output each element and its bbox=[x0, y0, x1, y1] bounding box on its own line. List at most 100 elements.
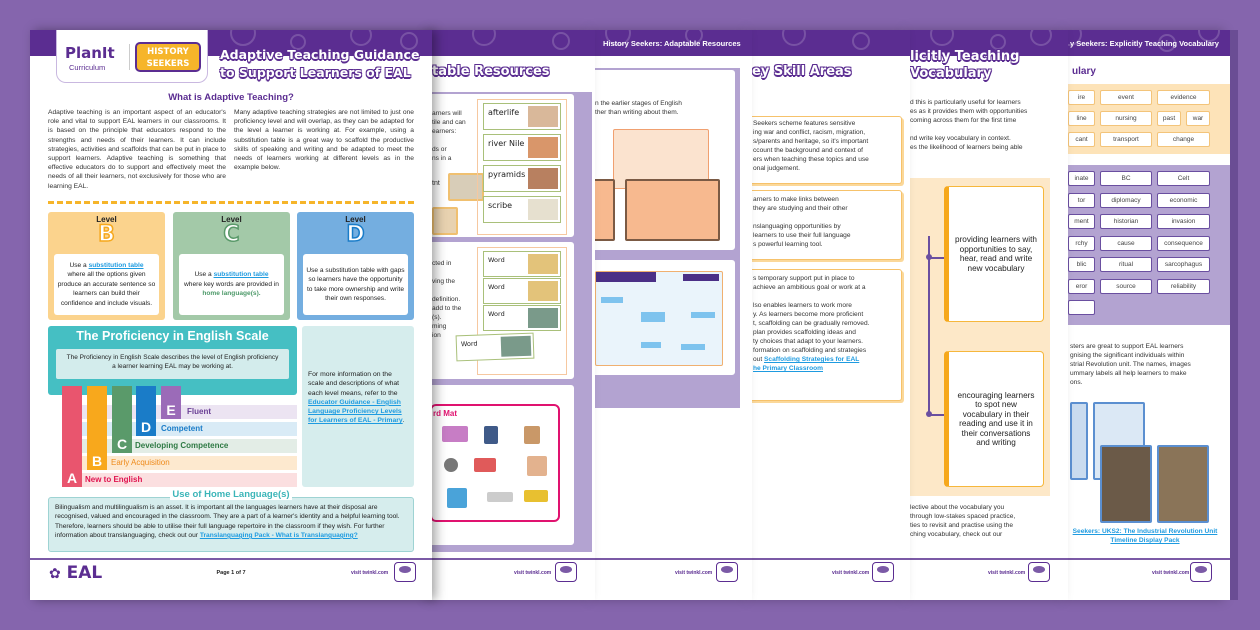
footer-line bbox=[910, 558, 1068, 560]
home-language-box: Use of Home Language(s) Bilingualism and… bbox=[48, 489, 414, 552]
translanguaging-link[interactable]: Translanguaging Pack - What is Translang… bbox=[199, 531, 358, 539]
word-card: Word bbox=[483, 278, 561, 304]
vocab-word: source bbox=[1100, 278, 1152, 294]
substitution-table-link[interactable]: substitution table bbox=[88, 261, 144, 269]
page-explicit-vocabulary-2: y Seekers: Explicitly Teaching Vocabular… bbox=[1068, 30, 1230, 600]
vocab-card: pyramids bbox=[483, 165, 561, 192]
twinkl-badge-icon bbox=[716, 562, 738, 582]
level-letter: D bbox=[346, 222, 366, 247]
portrait-card bbox=[1157, 445, 1209, 523]
footer-line bbox=[432, 558, 595, 560]
eal-logo: ✿ EAL bbox=[49, 563, 103, 583]
vocab-card: river Nile bbox=[483, 134, 561, 161]
level-name-new: New to English bbox=[73, 473, 297, 487]
level-bar-e: E bbox=[161, 386, 181, 419]
word-mat-thumbnail: rd Mat bbox=[432, 404, 560, 522]
twinkl-badge-icon bbox=[555, 562, 577, 582]
vocab-word: line bbox=[1068, 111, 1095, 126]
vocab-word: invasion bbox=[1157, 214, 1210, 229]
visit-link[interactable]: visit twinkl.com bbox=[675, 570, 713, 576]
page-title-line1: licitly Teaching bbox=[910, 49, 1020, 64]
vocab-word: event bbox=[1100, 90, 1152, 105]
vocab-word: historian bbox=[1100, 214, 1152, 229]
people-icon: ✿ bbox=[49, 566, 61, 582]
strategy-box: providing learners with opportunities to… bbox=[944, 186, 1044, 322]
vocab-word-blank bbox=[1068, 300, 1095, 315]
page-key-skill-areas: ey Skill Areas Seekers scheme features s… bbox=[752, 30, 910, 600]
header-band bbox=[910, 30, 1068, 56]
proficiency-scale-header: The Proficiency in English Scale The Pro… bbox=[48, 326, 297, 395]
page-adaptive-teaching-guidance: PlanIt Curriculum HISTORY SEEKERS Adapti… bbox=[30, 30, 432, 600]
mind-map-thumbnail bbox=[595, 271, 723, 366]
intro-paragraph: Adaptive teaching is an important aspect… bbox=[48, 109, 226, 190]
level-letter: C bbox=[223, 222, 241, 247]
twinkl-badge-icon bbox=[1190, 562, 1212, 582]
footer-line bbox=[595, 558, 752, 560]
vocab-word: ritual bbox=[1100, 257, 1152, 272]
visit-link[interactable]: visit twinkl.com bbox=[351, 570, 389, 576]
vocab-word: evidence bbox=[1157, 90, 1210, 105]
footer-line bbox=[30, 558, 432, 560]
visit-link[interactable]: visit twinkl.com bbox=[514, 570, 552, 576]
scaffolding-link[interactable]: he Primary Classroom bbox=[753, 365, 823, 372]
level-bar-a: A bbox=[62, 386, 82, 487]
resource-box bbox=[595, 260, 735, 375]
page-edge bbox=[1230, 30, 1238, 600]
portrait-card bbox=[1100, 445, 1152, 523]
vocab-card: afterlife bbox=[483, 103, 561, 130]
body-text-line: ns in a bbox=[432, 155, 452, 162]
logo-box: PlanIt Curriculum HISTORY SEEKERS bbox=[56, 30, 208, 83]
planit-logo: PlanIt bbox=[65, 44, 115, 62]
home-language-heading: Use of Home Language(s) bbox=[170, 489, 292, 500]
educator-guidance-link[interactable]: Educator Guidance - English Language Pro… bbox=[308, 398, 403, 425]
vocab-word: inate bbox=[1068, 171, 1095, 186]
visit-link[interactable]: visit twinkl.com bbox=[832, 570, 870, 576]
level-letter: B bbox=[97, 222, 115, 247]
header-band: History Seekers: Adaptable Resources bbox=[595, 30, 752, 56]
scaffolding-link[interactable]: Scaffolding Strategies for EAL bbox=[764, 356, 860, 363]
resource-thumbnail bbox=[625, 179, 720, 241]
vocab-card: scribe bbox=[483, 196, 561, 223]
word-cards: Word Word Word Word bbox=[455, 247, 567, 375]
body-text: d this is particularly useful for learne… bbox=[910, 99, 1028, 151]
resource-thumbnail bbox=[595, 179, 615, 241]
resource-box: cted in ving the definition.add to the(s… bbox=[432, 242, 574, 379]
footer-line bbox=[752, 558, 910, 560]
vocab-word: tor bbox=[1068, 192, 1095, 208]
word-card: Word bbox=[483, 305, 561, 331]
page-title-line1: Adaptive Teaching Guidance bbox=[220, 47, 420, 62]
word-card: Word bbox=[483, 251, 561, 277]
word-mat-title: rd Mat bbox=[433, 409, 457, 418]
vocab-word: war bbox=[1186, 111, 1210, 126]
display-pack-link[interactable]: Seekers: UKS2: The Industrial Revolution… bbox=[1072, 528, 1218, 544]
page-title-line2: Vocabulary bbox=[910, 66, 992, 81]
vocab-word: transport bbox=[1100, 132, 1152, 147]
portrait-card bbox=[1070, 402, 1088, 480]
page-title: table Resources bbox=[432, 64, 550, 79]
vocab-word: past bbox=[1157, 111, 1181, 126]
vocab-word: ire bbox=[1068, 90, 1095, 105]
vocab-word: cant bbox=[1068, 132, 1095, 147]
level-bar-c: C bbox=[112, 386, 132, 453]
page-explicit-vocabulary: licitly Teaching Vocabulary d this is pa… bbox=[910, 30, 1068, 600]
vocab-word: Celt bbox=[1157, 171, 1210, 186]
page-adaptable-resources-2: History Seekers: Adaptable Resources n t… bbox=[595, 30, 752, 600]
strategy-panel: providing learners with opportunities to… bbox=[910, 178, 1050, 496]
vocab-cards: afterlife river Nile pyramids scribe bbox=[477, 99, 567, 235]
word-card: Word bbox=[455, 332, 535, 362]
visit-link[interactable]: visit twinkl.com bbox=[988, 570, 1026, 576]
vocab-word: change bbox=[1157, 132, 1210, 147]
substitution-table-link[interactable]: substitution table bbox=[213, 271, 269, 279]
vocab-word: BC bbox=[1100, 171, 1152, 186]
visit-link[interactable]: visit twinkl.com bbox=[1152, 570, 1190, 576]
vocab-word: blic bbox=[1068, 257, 1095, 272]
header-band bbox=[752, 30, 910, 56]
page-title: ey Skill Areas bbox=[752, 64, 852, 79]
